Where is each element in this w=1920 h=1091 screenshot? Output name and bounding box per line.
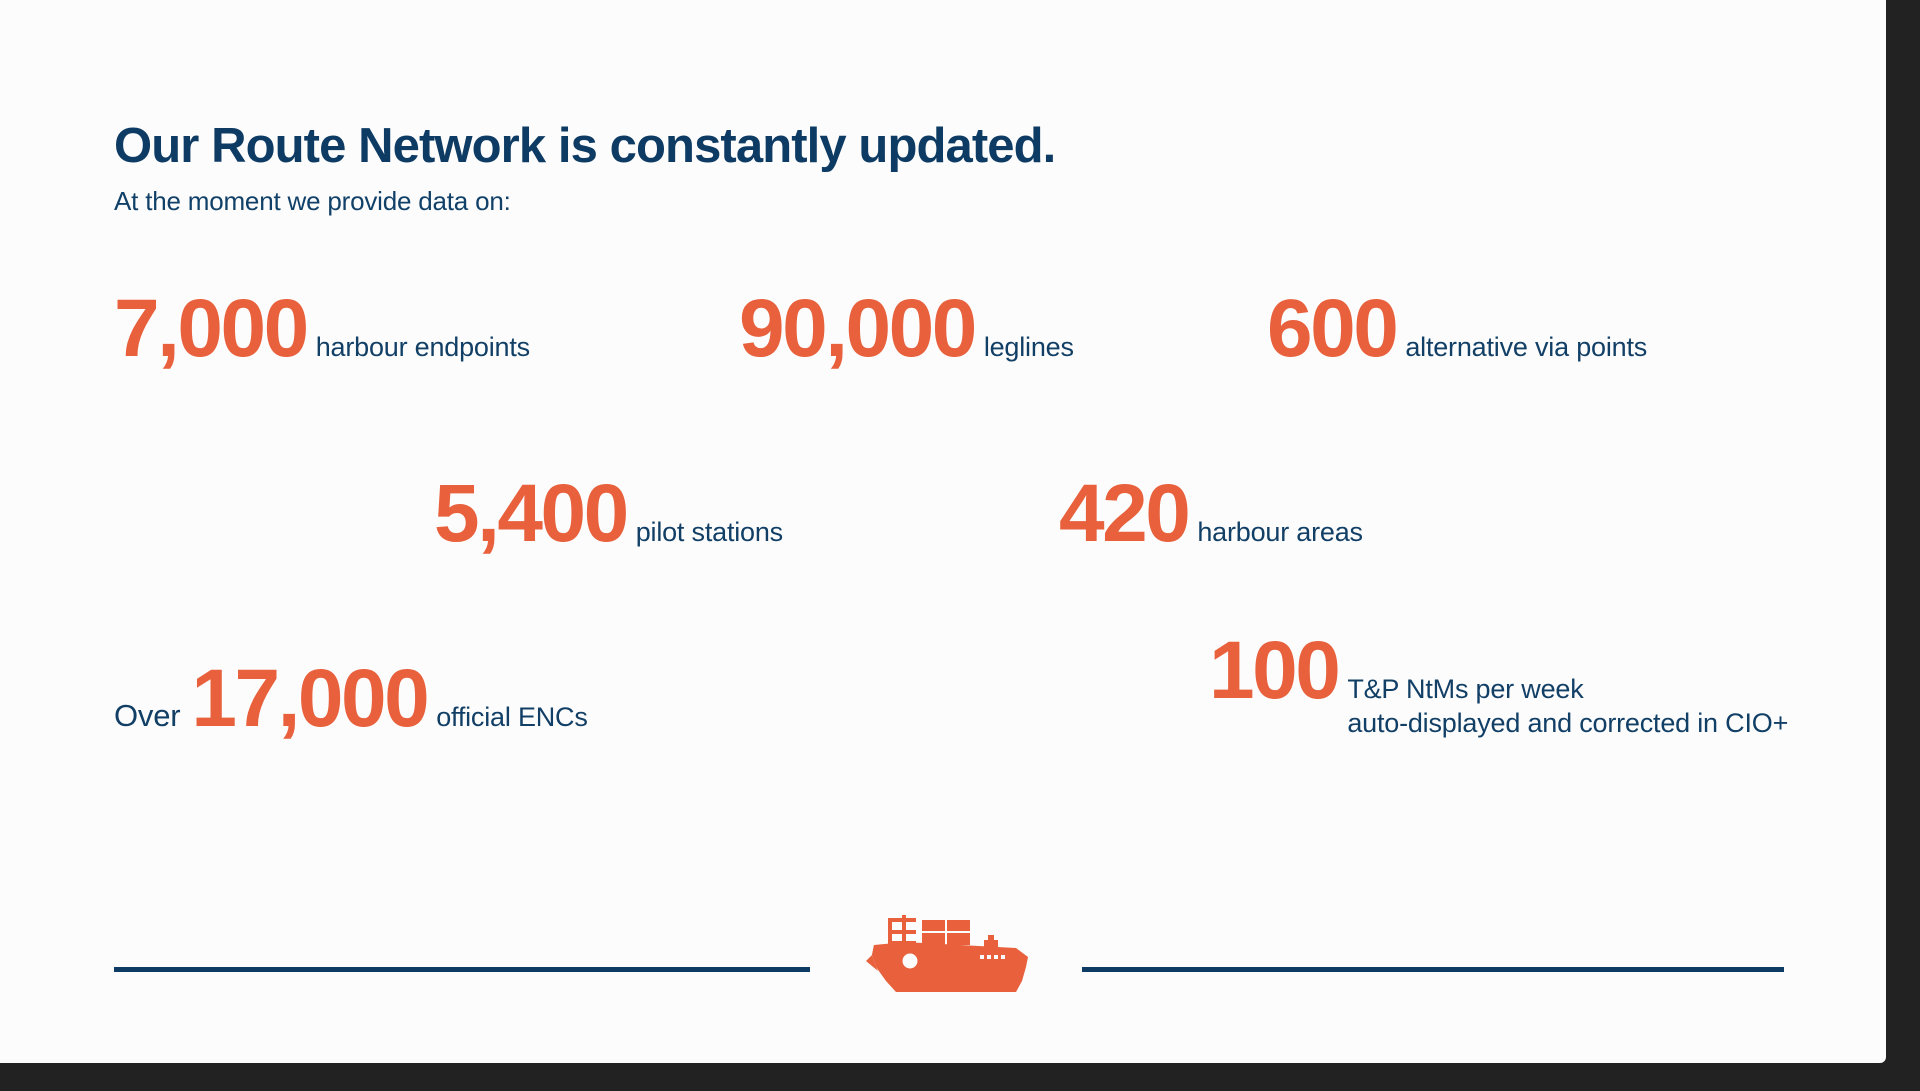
stat-leglines: 90,000 leglines [739,288,1074,370]
stat-tp-ntms-per-week: 100 T&P NtMs per week auto-displayed and… [1209,624,1789,740]
stat-number: 90,000 [739,283,977,374]
heading-block: Our Route Network is constantly updated.… [114,119,1056,217]
slide-canvas: Our Route Network is constantly updated.… [0,0,1886,1063]
stat-label: alternative via points [1405,332,1648,362]
stat-label: pilot stations [635,517,783,547]
stat-official-encs: Over 17,000 official ENCs [114,658,588,740]
stat-number: 420 [1059,468,1191,559]
stat-label: harbour areas [1197,517,1363,547]
stat-pilot-stations: 5,400 pilot stations [434,473,783,555]
stat-number: 17,000 [191,653,429,744]
stat-number: 7,000 [114,283,309,374]
stat-number: 100 [1209,624,1341,716]
container-ship-icon [866,893,1034,1013]
stat-harbour-areas: 420 harbour areas [1059,473,1363,555]
stat-label: leglines [983,332,1074,362]
stat-label: T&P NtMs per week auto-displayed and cor… [1347,673,1789,738]
stat-label: harbour endpoints [315,332,530,362]
stat-alternative-via-points: 600 alternative via points [1267,288,1647,370]
stat-number: 5,400 [434,468,629,559]
stat-prefix: Over [114,698,181,733]
frame-edge-right [1886,0,1920,1091]
stat-number: 600 [1267,283,1399,374]
stat-label: official ENCs [436,702,588,732]
frame-edge-bottom [0,1063,1920,1091]
divider-rule-left [114,967,810,972]
stat-harbour-endpoints: 7,000 harbour endpoints [114,288,530,370]
divider-rule-right [1082,967,1784,972]
page-subtitle: At the moment we provide data on: [114,185,511,216]
page-title: Our Route Network is constantly updated. [114,119,1056,173]
